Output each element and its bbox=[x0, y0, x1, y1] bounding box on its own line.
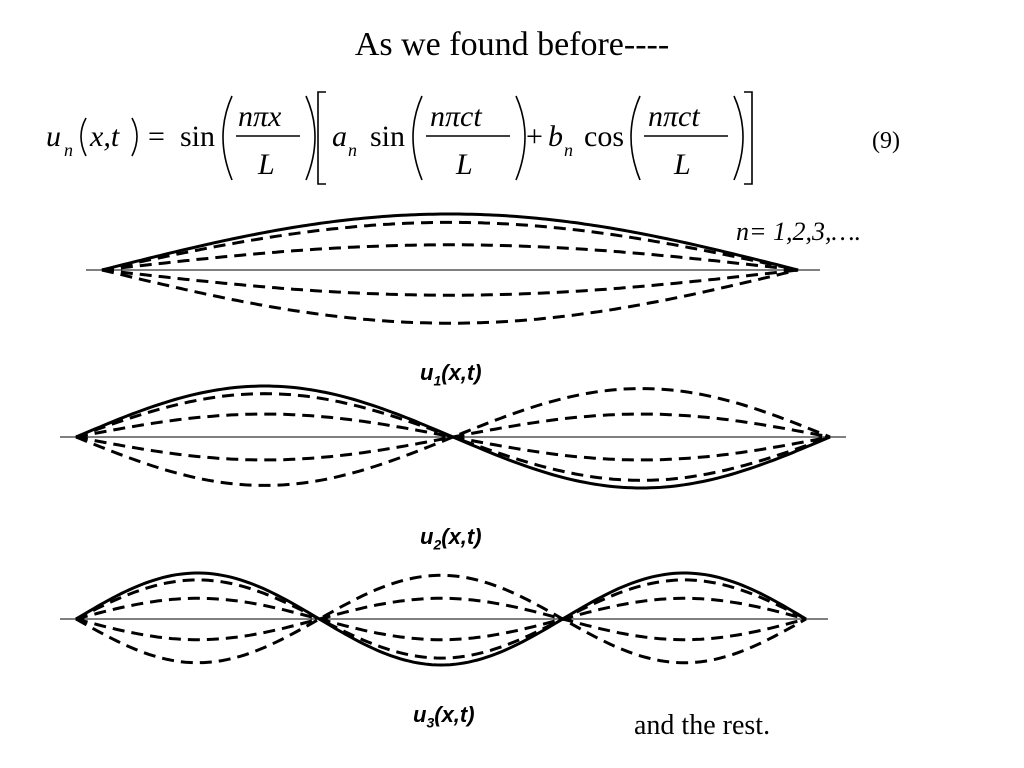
mode-1-dashed-curve-4 bbox=[101, 268, 799, 325]
eq-plus: + bbox=[526, 120, 543, 153]
eq-u-sub: n bbox=[64, 140, 73, 160]
eq-sin-2: sin bbox=[370, 120, 405, 153]
mode-1-solid-curve-0 bbox=[101, 212, 799, 272]
slide-title: As we found before---- bbox=[354, 26, 670, 63]
mode-1-dashed-curve-1 bbox=[101, 243, 799, 272]
eq-coef-a-sub: n bbox=[348, 140, 357, 160]
mode-1-dashed-curve-3 bbox=[101, 268, 799, 297]
mode-1-dashed-curve-2 bbox=[101, 220, 799, 272]
eq-cos: cos bbox=[584, 120, 624, 153]
mode-3-dashed-curve-4 bbox=[75, 573, 807, 665]
eq-coef-a: a bbox=[332, 120, 347, 153]
n-values-label: n= 1,2,3,…. bbox=[736, 217, 862, 246]
mode-label-u2: u2(x,t) bbox=[420, 524, 482, 553]
eq-u: u bbox=[46, 120, 61, 153]
eq-frac1-num: nπx bbox=[238, 100, 282, 133]
eq-frac2-num: nπct bbox=[430, 100, 482, 133]
mode-3-dashed-curve-3 bbox=[75, 596, 807, 642]
eq-frac2-den: L bbox=[455, 148, 473, 181]
eq-left-paren bbox=[80, 117, 87, 157]
mode-3-dashed-curve-1 bbox=[75, 596, 807, 642]
eq-coef-b: b bbox=[548, 120, 563, 153]
eq-equals: = bbox=[148, 120, 165, 153]
eq-frac3-den: L bbox=[673, 148, 691, 181]
mode-label-u3: u3(x,t) bbox=[413, 702, 475, 731]
eq-args: x,t bbox=[89, 120, 120, 153]
mode-label-u1: u1(x,t) bbox=[420, 360, 482, 389]
mode-2-dashed-curve-4 bbox=[75, 387, 831, 487]
eq-frac3-num: nπct bbox=[648, 100, 700, 133]
eq-sin-1: sin bbox=[180, 120, 215, 153]
eq-coef-b-sub: n bbox=[564, 140, 573, 160]
eq-right-paren bbox=[131, 117, 138, 157]
mode-3-solid-curve-0 bbox=[75, 571, 807, 667]
mode-3-dashed-curve-2 bbox=[75, 578, 807, 660]
equation-number: (9) bbox=[872, 128, 900, 154]
standing-wave-equation: u n x,t = sin nπx L a n sin nπct L + b n… bbox=[46, 91, 753, 185]
eq-frac1-den: L bbox=[257, 148, 275, 181]
closing-text: and the rest. bbox=[634, 710, 771, 741]
